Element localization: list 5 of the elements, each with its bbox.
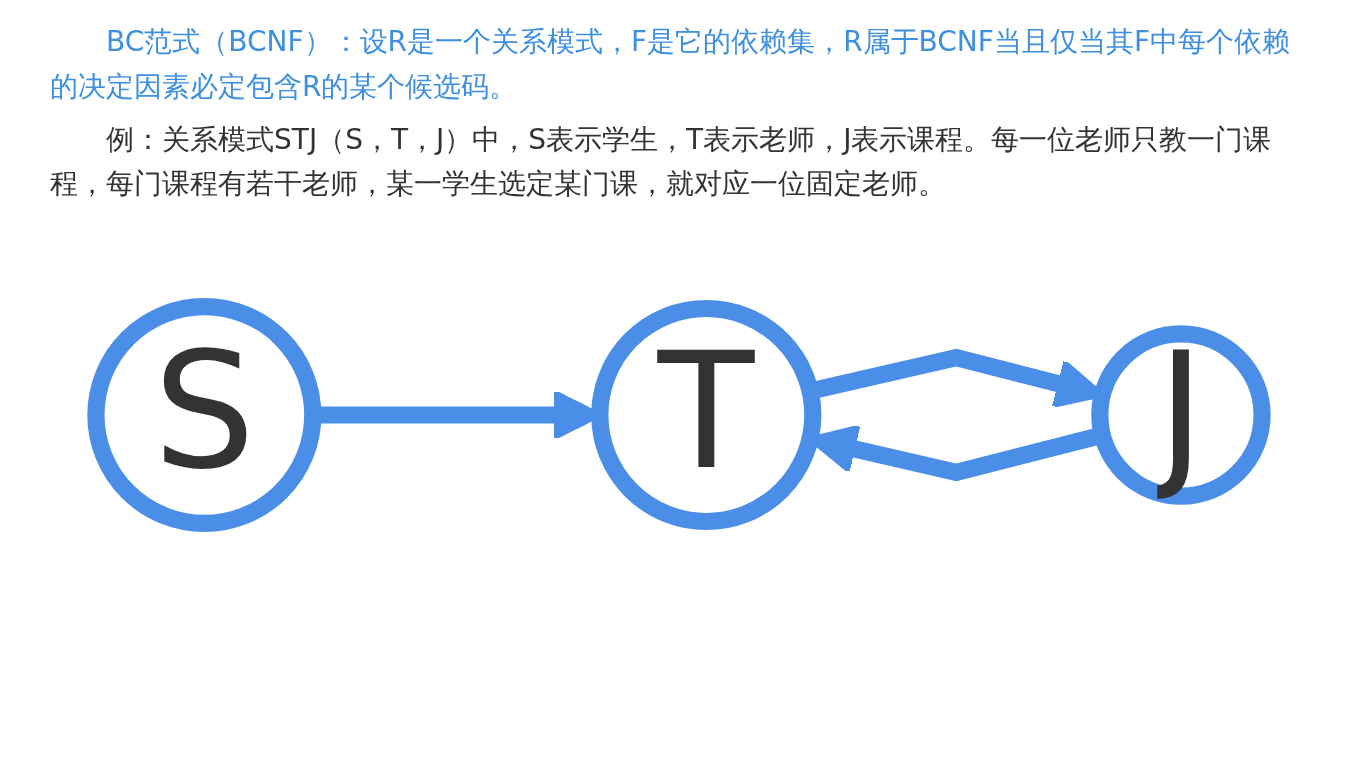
node-circle: T — [591, 300, 822, 531]
node-circle: S — [87, 298, 322, 533]
definition-text: BC范式（BCNF）：设R是一个关系模式，F是它的依赖集，R属于BCNF当且仅当其F中每个依赖的决定因素必定包含R的某个候选码。 — [50, 24, 1292, 105]
example-text: 例：关系模式STJ（S，T，J）中，S表示学生，T表示老师，J表示课程。每一位老师只教一门课程，每门课程有若干老师，某一学生选定某门课，就对应一位固定老师。 — [50, 121, 1273, 203]
node-circle: J — [1091, 325, 1271, 505]
